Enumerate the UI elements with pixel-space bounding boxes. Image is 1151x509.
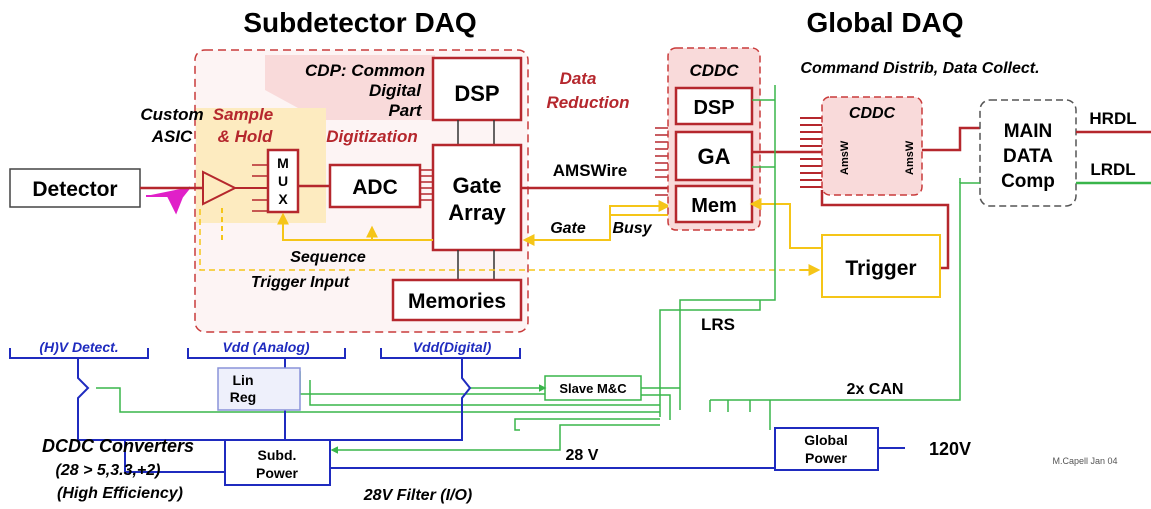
cddc-dsp-box (674, 86, 754, 126)
cddc-right-bus-lines (800, 117, 822, 188)
cddc-to-main-line (922, 126, 980, 152)
sequence-arrow-mux (277, 212, 372, 241)
cdp-label-line2: Digital (369, 81, 422, 100)
power-rails (9, 348, 905, 473)
dsp-label: DSP (454, 81, 499, 106)
dsp-box (431, 56, 523, 122)
reduction-label: Reduction (546, 93, 629, 112)
cddc-dsp-label: DSP (693, 97, 734, 119)
cddc-right-region (821, 96, 923, 196)
cdp-label-line3: Part (388, 101, 422, 120)
cddc-right-label: CDDC (849, 105, 896, 122)
pulse-icon (146, 186, 191, 215)
cdp-region (265, 55, 435, 120)
digitization-label: Digitization (326, 127, 418, 146)
detector-label: Detector (32, 178, 117, 201)
global-power-label-2: Power (805, 450, 848, 466)
and-hold-label: & Hold (218, 127, 273, 146)
gate-array-label-1: Gate (453, 173, 502, 198)
memories-label: Memories (408, 290, 506, 313)
trigger-label: Trigger (845, 257, 916, 280)
main-label-1: MAIN (1004, 121, 1053, 142)
busy-label: Busy (612, 220, 652, 237)
sequence-label: Sequence (290, 249, 366, 266)
filter-label: 28V Filter (I/O) (363, 487, 472, 504)
rail-hv-label: (H)V Detect. (39, 339, 118, 355)
lin-reg-label-2: Reg (230, 389, 256, 405)
cddc-left-label: CDDC (689, 61, 739, 80)
sample-label: Sample (213, 105, 273, 124)
memories-box (391, 278, 523, 322)
v28-label: 28 V (566, 447, 599, 464)
busy-arrow (522, 214, 668, 246)
credit-label: M.Capell Jan 04 (1052, 456, 1117, 466)
lrs-network (659, 85, 980, 430)
cddc-mem-label: Mem (691, 195, 737, 217)
cdp-label-line1: CDP: Common (305, 61, 425, 80)
main-data-comp-box (979, 99, 1077, 207)
amswire-label: AMSWire (553, 161, 627, 180)
amswire-bus-lines (655, 127, 668, 196)
slave-mc-box (544, 375, 642, 401)
subd-power-label-2: Power (256, 465, 299, 481)
asic-label: ASIC (151, 127, 193, 146)
subd-power-box (224, 439, 331, 486)
trigger-box (821, 234, 941, 298)
gate-array-box (431, 143, 523, 252)
mux-letter-x: X (278, 191, 288, 207)
lin-reg-label-1: Lin (233, 372, 254, 388)
global-power-label-1: Global (804, 432, 848, 448)
adc-label: ADC (352, 176, 398, 199)
mux-letter-u: U (278, 173, 288, 189)
rail-vdd-analog-label: Vdd (Analog) (222, 339, 309, 355)
custom-label: Custom (140, 105, 203, 124)
global-heading: Global DAQ (806, 7, 963, 38)
global-power-box (774, 427, 879, 471)
gate-label: Gate (550, 220, 586, 237)
cddc-mem-box (674, 184, 754, 224)
main-label-3: Comp (1001, 171, 1055, 192)
command-distrib-label: Command Distrib, Data Collect. (800, 60, 1039, 77)
dcdc-label-3: (High Efficiency) (57, 485, 183, 502)
amsw-label-2: AmsW (904, 140, 916, 175)
v120-label: 120V (929, 439, 971, 459)
main-label-2: DATA (1003, 146, 1053, 167)
data-label: Data (560, 69, 597, 88)
lrs-label: LRS (701, 315, 735, 334)
mux-box (266, 148, 300, 214)
mem-to-trigger-line (752, 203, 822, 249)
subd-power-label-1: Subd. (258, 447, 297, 463)
mux-letter-m: M (277, 155, 289, 171)
amplifier-icon (202, 170, 238, 206)
amsw-label-1: AmsW (839, 140, 851, 175)
adc-box (328, 163, 422, 209)
lrdl-label: LRDL (1090, 160, 1135, 179)
trigger-input-label: Trigger Input (251, 274, 350, 291)
dcdc-label-1: DCDC Converters (42, 436, 194, 456)
cddc-ga-label: GA (698, 144, 731, 169)
dcdc-label-2: (28 > 5,3.3,+2) (56, 462, 161, 479)
two-can-label: 2x CAN (847, 381, 904, 398)
hrdl-label: HRDL (1089, 109, 1136, 128)
slave-mc-label: Slave M&C (559, 381, 627, 396)
adc-bus-lines (420, 169, 433, 201)
subdetector-heading: Subdetector DAQ (243, 7, 476, 38)
cddc-to-trigger-line (820, 190, 950, 270)
gate-array-label-2: Array (448, 200, 506, 225)
lin-reg-box (217, 367, 301, 411)
slave-mc-wiring (96, 371, 680, 454)
rail-vdd-digital-label: Vdd(Digital) (413, 339, 492, 355)
cddc-ga-box (674, 130, 754, 182)
detector-box (9, 168, 141, 208)
trigger-input-line (199, 205, 815, 271)
